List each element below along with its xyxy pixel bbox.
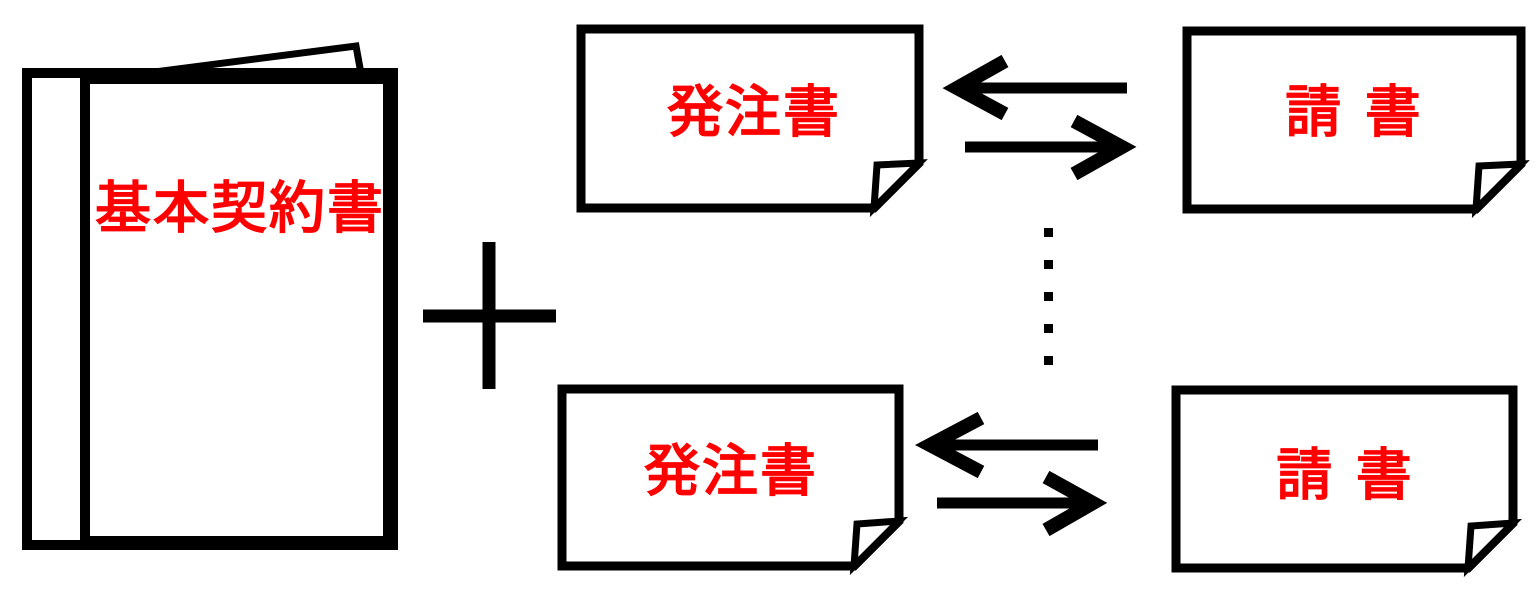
acceptance-form-bottom: 請 書	[1171, 385, 1523, 578]
acceptance-form-bottom-label: 請 書	[1276, 444, 1414, 509]
plus-icon	[423, 242, 556, 389]
arrow-left-icon	[915, 411, 1098, 479]
basic-contract-book: 基本契約書	[22, 42, 398, 550]
folded-corner-icon	[849, 516, 909, 576]
folded-corner-icon	[1471, 160, 1530, 219]
order-form-top: 発注書	[576, 24, 928, 218]
order-form-top-label: 発注書	[667, 81, 841, 146]
exchange-arrows-bottom-icon	[915, 411, 1108, 537]
repetition-dots-icon	[1044, 228, 1053, 365]
acceptance-form-top-label: 請 書	[1285, 81, 1423, 146]
arrow-left-icon	[942, 54, 1127, 121]
exchange-arrows-top-icon	[942, 54, 1137, 181]
arrow-right-icon	[965, 114, 1137, 181]
folded-corner-icon	[869, 159, 928, 218]
book-label: 基本契約書	[95, 177, 385, 242]
order-form-bottom-label: 発注書	[644, 440, 818, 505]
acceptance-form-top: 請 書	[1182, 26, 1530, 219]
order-form-bottom: 発注書	[557, 384, 909, 576]
arrow-right-icon	[937, 470, 1108, 537]
book-front-cover	[80, 74, 393, 546]
folded-corner-icon	[1463, 518, 1523, 578]
